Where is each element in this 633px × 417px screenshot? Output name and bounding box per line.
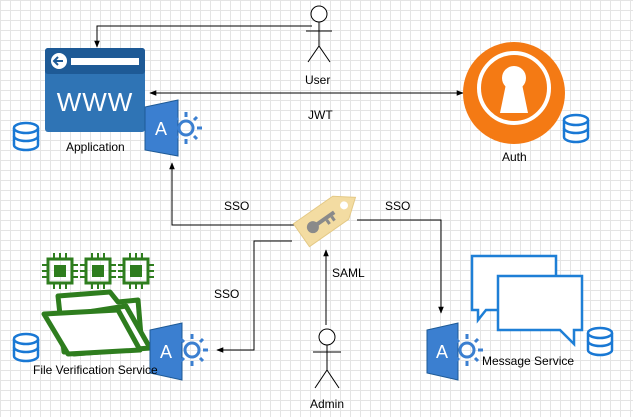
user-label: User (305, 73, 331, 87)
saml-edge-label: SAML (332, 266, 365, 280)
user-actor-icon[interactable] (306, 5, 332, 63)
browser-www-icon[interactable]: WWW (45, 48, 145, 132)
open-folder-icon[interactable] (41, 289, 153, 357)
auth-keyhole-icon[interactable] (463, 42, 565, 144)
svg-text:A: A (436, 342, 448, 362)
database-icon-auth (562, 113, 590, 144)
admin-actor-icon[interactable] (313, 328, 341, 389)
database-icon-file-verification (12, 332, 40, 363)
application-label: Application (66, 140, 125, 154)
key-tag-icon[interactable] (292, 186, 363, 248)
svg-text:A: A (155, 119, 167, 139)
database-icon-application (12, 121, 40, 152)
gear-icon (451, 334, 483, 366)
gear-icon (176, 334, 208, 366)
sso-edge-label-bottom: SSO (214, 287, 240, 301)
app-service-icon-application[interactable]: A (144, 99, 202, 157)
chip-icons (42, 253, 154, 289)
sso-edge-label-left: SSO (224, 199, 250, 213)
edge-sso-key-to-file-verification (216, 240, 292, 353)
message-bubbles-icon[interactable] (470, 254, 584, 348)
database-icon-message-service (586, 326, 614, 357)
message-service-label: Message Service (482, 354, 575, 368)
app-service-icon-message-service[interactable]: A (426, 322, 483, 381)
gear-icon (170, 112, 202, 144)
sso-edge-label-right: SSO (385, 199, 411, 213)
chip-icon (42, 253, 78, 289)
file-verification-label: File Verification Service (33, 363, 158, 377)
jwt-edge-label: JWT (308, 108, 333, 122)
chip-icon (80, 253, 116, 289)
edge-sso-key-to-message-service (357, 219, 444, 314)
auth-label: Auth (502, 150, 527, 164)
app-service-icon-file-verification[interactable]: A (149, 322, 208, 381)
admin-label: Admin (310, 397, 345, 411)
svg-text:A: A (160, 342, 172, 362)
chip-icon (118, 253, 154, 289)
edge-sso-key-to-application (169, 162, 300, 226)
edge-user-to-application (94, 25, 312, 48)
browser-www-text: WWW (57, 87, 134, 117)
connectors (94, 25, 464, 353)
